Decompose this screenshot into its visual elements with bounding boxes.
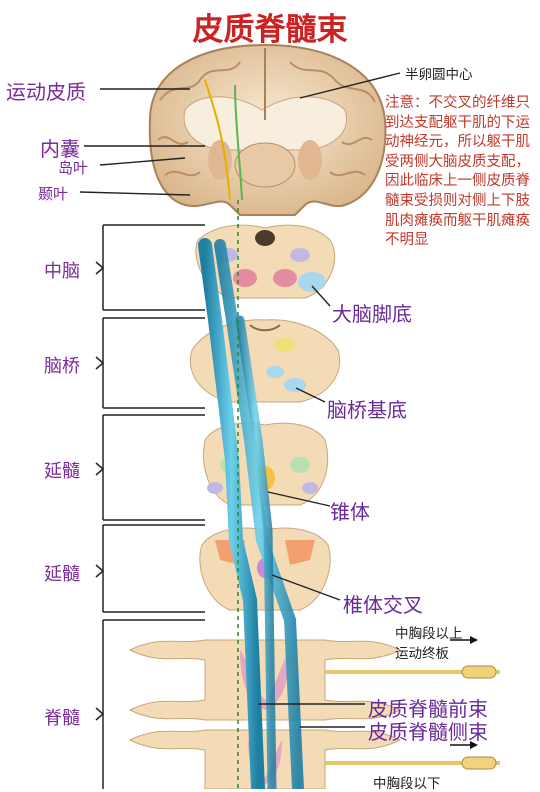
label-mid-thoracic-above: 中胸段以上 <box>395 626 463 642</box>
page-title: 皮质脊髓束 <box>192 12 348 48</box>
clinical-note: 注意：不交叉的纤维只到达支配躯干肌的下运动神经元，所以躯干肌受两侧大脑皮质支配，… <box>385 95 530 249</box>
region-medulla-lower: 延髓 <box>44 564 80 585</box>
label-pons-base: 脑桥基底 <box>327 398 407 422</box>
corticospinal-tracts <box>198 200 304 789</box>
label-mid-thoracic-below: 中胸段以下 <box>373 776 441 792</box>
label-centrum-semiovale: 半卵圆中心 <box>405 67 473 83</box>
region-spinal-cord: 脊髓 <box>44 708 80 729</box>
label-lateral-tract: 皮质脊髓侧束 <box>368 720 488 744</box>
region-pons: 脑桥 <box>44 356 80 377</box>
label-insula: 岛叶 <box>58 159 89 177</box>
label-internal-capsule: 内囊 <box>40 137 80 161</box>
label-temporal-lobe: 颞叶 <box>38 185 69 203</box>
label-pyramidal-decussation: 椎体交叉 <box>343 593 423 617</box>
region-medulla-upper: 延髓 <box>44 461 80 482</box>
brain-section <box>148 43 387 216</box>
label-motor-end-plate: 运动终板 <box>395 646 449 662</box>
peripheral-nerves <box>325 636 500 770</box>
region-brackets <box>95 224 205 789</box>
label-anterior-tract: 皮质脊髓前束 <box>368 697 488 721</box>
label-pyramid: 锥体 <box>330 500 370 524</box>
label-cerebral-peduncle-base: 大脑脚底 <box>332 302 412 326</box>
leader-lines <box>79 72 401 728</box>
region-midbrain: 中脑 <box>44 261 80 282</box>
label-motor-cortex: 运动皮质 <box>6 80 86 104</box>
spinal-cord-sections <box>128 639 402 789</box>
